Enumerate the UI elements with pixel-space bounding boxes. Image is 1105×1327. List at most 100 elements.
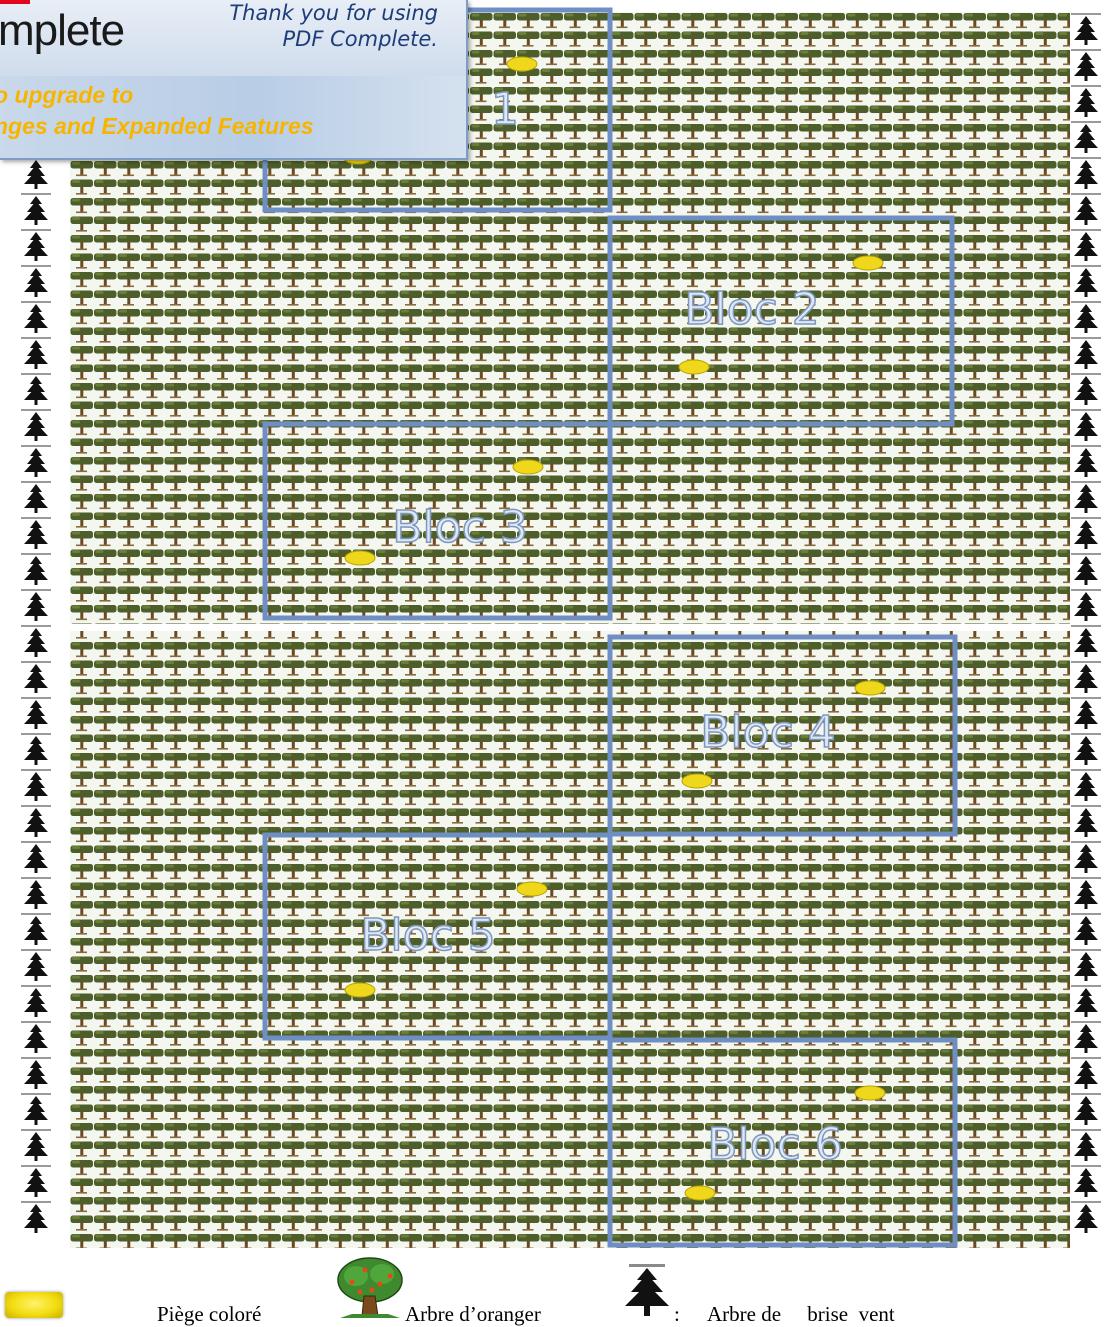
pine-tree-icon [1071, 1057, 1101, 1089]
pine-tree-icon [21, 193, 51, 225]
pine-tree-icon [1071, 841, 1101, 873]
pine-tree-icon [21, 1021, 51, 1053]
trap [507, 57, 537, 71]
pine-tree-icon [21, 157, 51, 189]
block-5-label: Bloc 5 [360, 910, 496, 961]
pine-tree-icon [21, 265, 51, 297]
pine-tree-icon [21, 1093, 51, 1125]
pine-tree-icon [1071, 301, 1101, 333]
pine-tree-icon [1071, 1201, 1101, 1233]
upgrade-line-1: o upgrade to [0, 80, 314, 111]
block-2-label: Bloc 2 [684, 284, 820, 335]
block-3-label: Bloc 3 [392, 502, 528, 553]
brand-name: mplete [0, 6, 124, 56]
pine-tree-icon [1071, 1165, 1101, 1197]
pine-tree-icon [21, 589, 51, 621]
pine-tree-icon [1071, 409, 1101, 441]
pdf-complete-banner[interactable]: mplete Thank you for using PDF Complete.… [0, 0, 468, 160]
trap [345, 983, 375, 997]
pine-tree-icon [21, 913, 51, 945]
pine-tree-icon [617, 1262, 677, 1320]
pine-tree-icon [21, 661, 51, 693]
pine-tree-icon [1071, 877, 1101, 909]
windbreak-right [1071, 13, 1101, 1233]
trap [855, 1086, 885, 1100]
brand-logo-mark [0, 0, 30, 4]
pine-tree-icon [21, 805, 51, 837]
block-1-label: 1 [491, 84, 519, 135]
pine-tree-icon [1071, 805, 1101, 837]
pine-tree-icon [1071, 913, 1101, 945]
pine-tree-icon [21, 697, 51, 729]
trap [513, 460, 543, 474]
trap [682, 774, 712, 788]
pine-tree-icon [1071, 481, 1101, 513]
pine-tree-icon [1071, 697, 1101, 729]
upgrade-line-2: nges and Expanded Features [0, 111, 314, 142]
pine-tree-icon [21, 445, 51, 477]
thanks-message: Thank you for using PDF Complete. [229, 0, 438, 52]
trap [685, 1186, 715, 1200]
pine-tree-icon [21, 409, 51, 441]
trap [345, 551, 375, 565]
windbreak-left [21, 13, 51, 1233]
thanks-line-1: Thank you for using [229, 0, 438, 26]
pine-tree-icon [21, 769, 51, 801]
pine-tree-icon [21, 301, 51, 333]
pine-tree-icon [1071, 49, 1101, 81]
orchard-map: 1 Bloc 2 Bloc 3 Bloc 4 Bloc 5 Bloc 6 [0, 0, 1105, 1250]
pine-tree-icon [21, 949, 51, 981]
pine-tree-icon [1071, 121, 1101, 153]
legend-colon: : [674, 1302, 680, 1327]
pine-tree-icon [1071, 13, 1101, 45]
pine-tree-icon [21, 1165, 51, 1197]
pine-tree-icon [21, 985, 51, 1017]
page-break [0, 624, 1105, 631]
pine-tree-icon [1071, 337, 1101, 369]
trap [517, 882, 547, 896]
pine-tree-icon [1071, 769, 1101, 801]
pine-tree-icon [1071, 553, 1101, 585]
upgrade-link[interactable]: o upgrade to nges and Expanded Features [0, 80, 314, 142]
legend: Piège coloré Arbre d’oranger : Arbre de … [0, 1248, 1105, 1323]
pine-tree-icon [1071, 661, 1101, 693]
pine-tree-icon [1071, 157, 1101, 189]
pine-tree-icon [1071, 1093, 1101, 1125]
pine-tree-icon [1071, 1129, 1101, 1161]
pine-tree-icon [21, 733, 51, 765]
trap [679, 360, 709, 374]
pine-tree-icon [21, 1129, 51, 1161]
pine-tree-icon [21, 229, 51, 261]
thanks-line-2: PDF Complete. [229, 26, 438, 52]
pine-tree-icon [21, 553, 51, 585]
pine-tree-icon [1071, 1021, 1101, 1053]
legend-trap-label: Piège coloré [157, 1302, 261, 1327]
pine-tree-icon [21, 337, 51, 369]
pine-tree-icon [21, 517, 51, 549]
pine-tree-icon [1071, 949, 1101, 981]
pine-tree-icon [1071, 445, 1101, 477]
pine-tree-icon [21, 841, 51, 873]
yellow-trap-icon [5, 1292, 63, 1318]
pine-tree-icon [21, 877, 51, 909]
trap [855, 681, 885, 695]
pine-tree-icon [21, 373, 51, 405]
pine-tree-icon [21, 1057, 51, 1089]
pine-tree-icon [21, 481, 51, 513]
pine-tree-icon [1071, 517, 1101, 549]
pine-tree-icon [1071, 589, 1101, 621]
block-4-label: Bloc 4 [700, 707, 836, 758]
trap [853, 256, 883, 270]
pine-tree-icon [1071, 733, 1101, 765]
pine-tree-icon [1071, 985, 1101, 1017]
pine-tree-icon [1071, 265, 1101, 297]
legend-orange-label: Arbre d’oranger [405, 1302, 541, 1327]
legend-windbreak-label: Arbre de brise vent [707, 1302, 895, 1327]
pine-tree-icon [21, 1201, 51, 1233]
pine-tree-icon [1071, 85, 1101, 117]
pine-tree-icon [1071, 373, 1101, 405]
pine-tree-icon [1071, 193, 1101, 225]
orange-tree-icon [330, 1256, 410, 1323]
pine-tree-icon [1071, 229, 1101, 261]
